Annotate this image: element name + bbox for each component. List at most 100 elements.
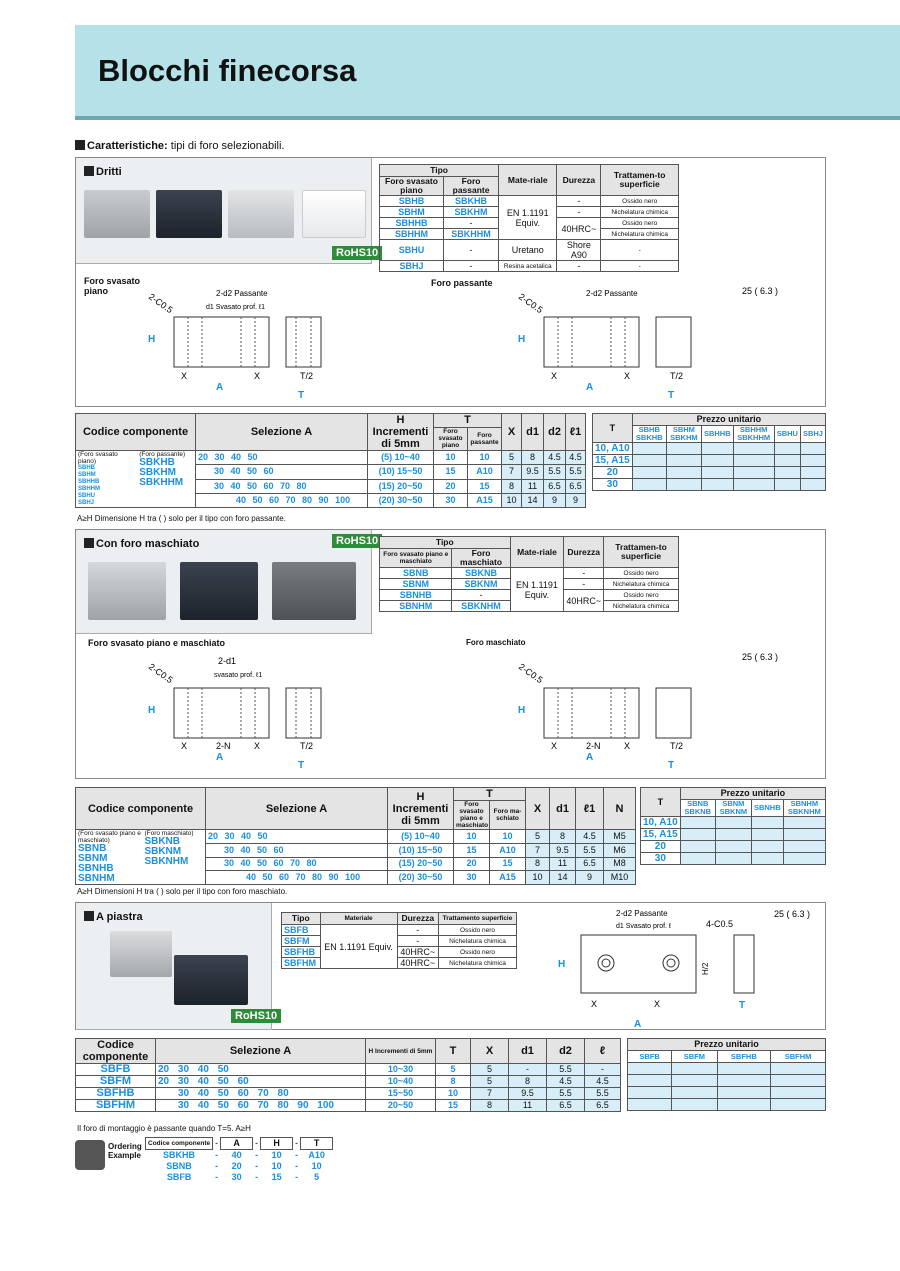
table-cell: A [220, 1137, 254, 1150]
table-cell: 6.5 [543, 478, 567, 494]
table-cell: 11 [508, 1099, 547, 1112]
table-cell: Nichelatura chimica [603, 600, 679, 612]
svg-text:2-N: 2-N [216, 741, 231, 751]
table-cell: 9.5 [508, 1087, 547, 1100]
price-cell [782, 852, 827, 865]
table-cell: - [556, 260, 602, 272]
table-cell: 30 40 50 60 70 80 [155, 1087, 366, 1100]
features-label: Caratteristiche: [87, 140, 168, 152]
table-row: SBHHB-40HRC~Ossido nero [379, 217, 679, 240]
code-group-note: (Foro svasato piano) [78, 451, 118, 465]
component-code: SBHB [78, 465, 96, 471]
table-cell: 40 50 60 70 80 90 100 [195, 492, 368, 509]
price-column: SBFHM [770, 1050, 826, 1063]
price-column: SBFB [626, 1050, 673, 1063]
svg-text:2-C0.5: 2-C0.5 [147, 661, 175, 685]
table-cell: Tipo [379, 536, 511, 549]
svg-text:T/2: T/2 [300, 371, 313, 381]
table-cell: 30 40 50 60 [195, 464, 368, 480]
price-cell [671, 1098, 718, 1111]
table-cell: 5 [470, 1075, 509, 1088]
table-cell: Foro svasato piano e maschiato [378, 548, 453, 568]
table-cell: T [452, 787, 527, 801]
table-cell: - [396, 924, 440, 936]
table-cell: 5 [525, 829, 551, 844]
table-cell: 20 [433, 478, 468, 494]
price-cell [770, 1074, 826, 1087]
table-cell: 20~50 [365, 1099, 436, 1112]
table-cell: 4.5 [575, 829, 605, 844]
table-cell: (5) 10~40 [387, 829, 454, 844]
price-cell [716, 1074, 772, 1087]
table-cell: 8 [501, 478, 523, 494]
table-row [626, 1086, 826, 1099]
table-cell: SBHB [379, 195, 444, 207]
price-cell [671, 1062, 718, 1075]
table-cell: 10 [466, 449, 503, 466]
page-header: Blocchi finecorsa [75, 25, 900, 120]
price-cell [716, 1098, 772, 1111]
table-cell: 6.5 [575, 856, 605, 872]
price-cell [626, 1086, 673, 1099]
table-cell: Ossido nero [603, 589, 679, 601]
price-cell [716, 1086, 772, 1099]
component-code: SBHM [78, 472, 96, 478]
table-cell: A10 [488, 842, 527, 858]
table-cell: 8 [435, 1075, 471, 1088]
table-cell: 9 [543, 492, 567, 509]
price-column: SBFM [671, 1050, 718, 1063]
svg-text:2-d2 Passante: 2-d2 Passante [216, 289, 268, 298]
table-cell: 5.5 [546, 1087, 585, 1100]
table-cell: 15, A15 [592, 454, 633, 467]
table-cell: Trattamento superficie [438, 912, 517, 925]
table-cell: 10 [271, 1150, 282, 1160]
price-cell [671, 1074, 718, 1087]
table-cell: X [501, 413, 523, 451]
table-cell: SBFB [75, 1063, 156, 1076]
table-cell: d1 [521, 413, 545, 451]
svg-text:X: X [254, 741, 260, 751]
table-cell: 4.5 [546, 1075, 585, 1088]
price-cell [770, 1098, 826, 1111]
table-cell: 20 30 40 50 [205, 829, 388, 844]
diagram-title: Foro maschiato [466, 638, 526, 647]
table-cell: - [215, 1149, 219, 1160]
table-cell: 6.5 [584, 1099, 621, 1112]
table-cell: (5) 10~40 [367, 449, 434, 466]
table-cell: 40HRC~ [563, 589, 605, 612]
svg-text:2-N: 2-N [586, 741, 601, 751]
table-cell: SBHHB [379, 217, 444, 229]
svg-text:T: T [298, 390, 304, 401]
table-cell: 15 [433, 464, 468, 480]
table-cell: Nichelatura chimica [600, 206, 679, 218]
table-cell: 20 30 40 50 [155, 1063, 366, 1076]
table-cell: - [556, 206, 602, 218]
table-cell: - [442, 260, 500, 272]
table-cell: SBFHM [281, 957, 321, 969]
diagram-title: Foro svasato piano e maschiato [88, 638, 226, 648]
svg-text:A: A [216, 752, 223, 763]
table-cell: - [295, 1138, 299, 1148]
price-column: SBNB SBKNB [679, 799, 716, 817]
table-cell: M5 [603, 829, 637, 844]
table-cell: SBKHB [163, 1150, 196, 1160]
price-cell [631, 478, 667, 491]
table-cell: 11 [549, 856, 577, 872]
table-cell: Shore A90 [556, 239, 602, 261]
